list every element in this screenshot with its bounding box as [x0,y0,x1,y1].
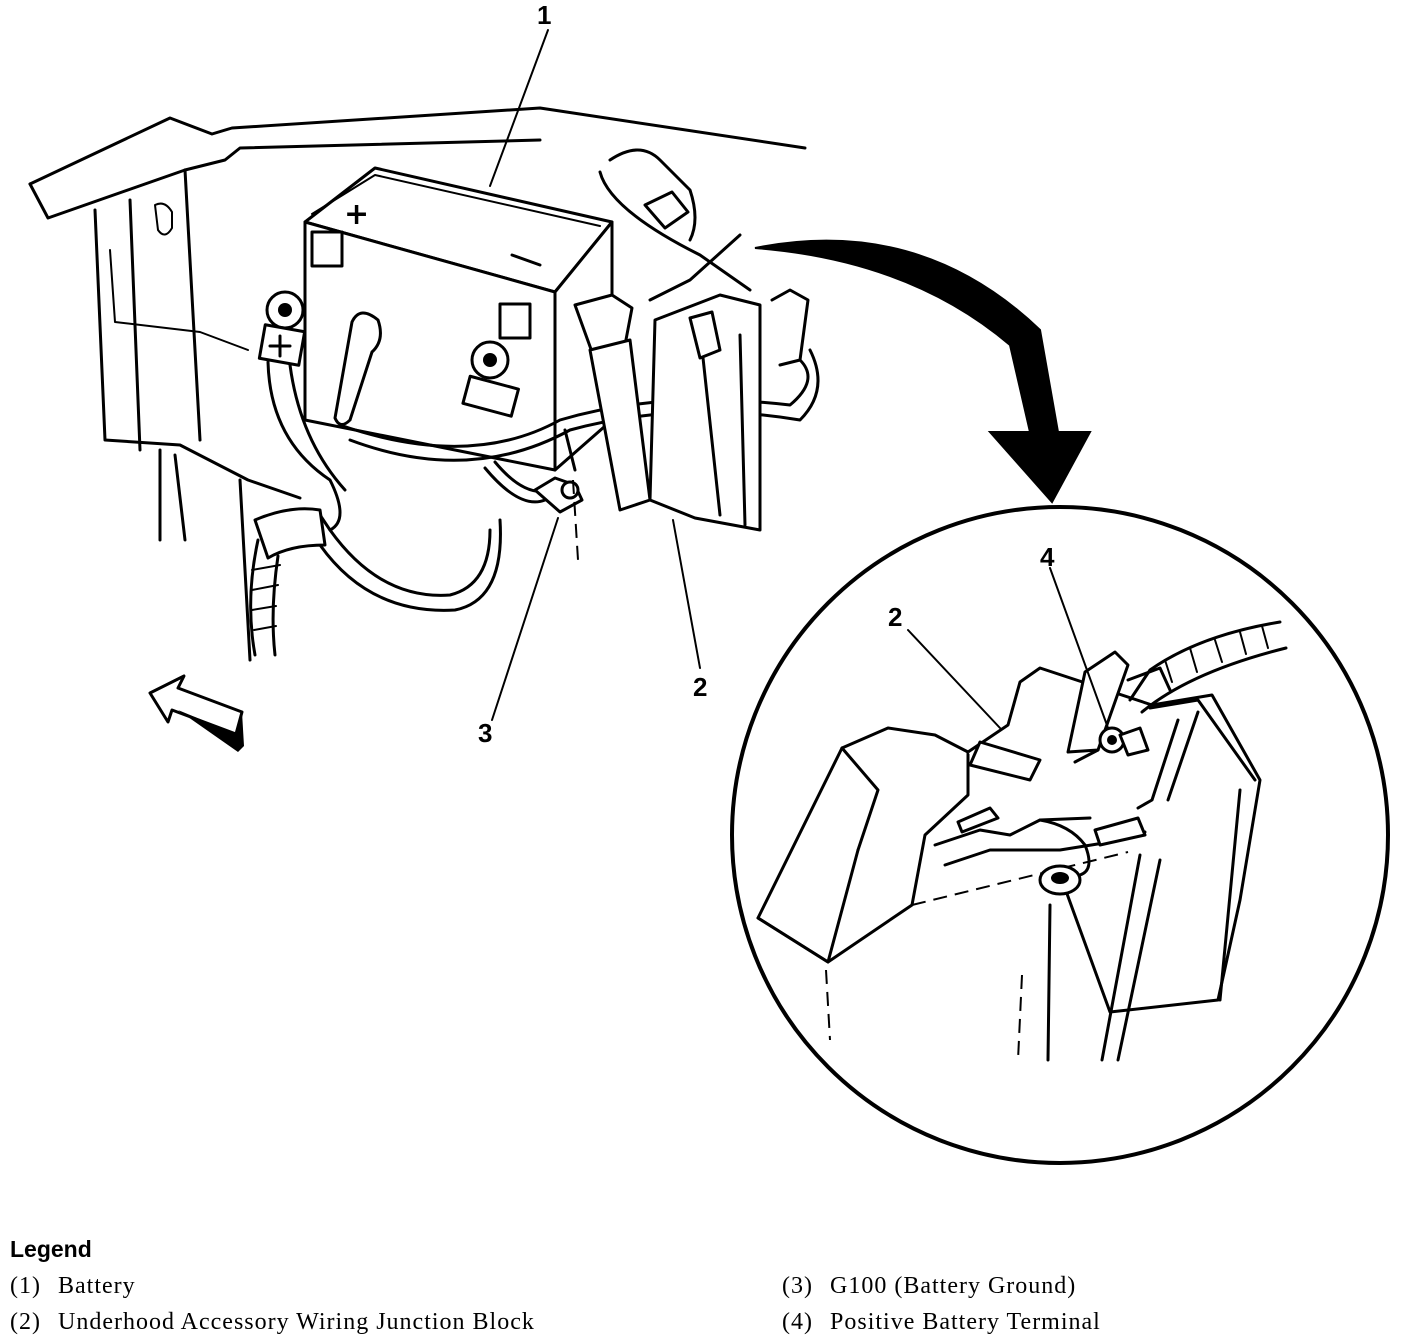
callout-3: 3 [478,718,492,748]
legend-item-text: Underhood Accessory Wiring Junction Bloc… [58,1309,535,1335]
ground-bolt [533,428,584,561]
legend-item-text: G100 (Battery Ground) [830,1273,1077,1299]
battery: + [303,166,614,472]
legend-item-1: (1) Battery [10,1270,535,1306]
junction-block [573,148,810,532]
legend-item-number: (4) [782,1309,813,1335]
legend-item-number: (1) [10,1273,41,1299]
callout-2: 2 [693,672,707,702]
forward-arrow-icon [148,674,244,752]
leader-lines [489,29,1109,729]
legend-column-right: (3) G100 (Battery Ground) (4) Positive Bat… [782,1270,1101,1342]
legend-item-number: (2) [10,1309,41,1335]
legend-item-3: (3) G100 (Battery Ground) [782,1270,1101,1306]
legend-title: Legend [10,1236,92,1262]
fender-panel [28,106,807,662]
callout-4: 4 [1040,542,1055,572]
detail-view [756,620,1288,1062]
plus-mark: + [344,197,369,232]
legend-item-number: (3) [782,1273,813,1299]
battery-location-diagram: + [28,0,1390,1165]
legend-item-2: (2) Underhood Accessory Wiring Junction B… [10,1306,535,1342]
callout-1: 1 [537,0,551,30]
legend: Legend (1) Battery (2) Underhood Accessory… [0,1228,1408,1342]
legend-item-text: Positive Battery Terminal [830,1309,1101,1335]
battery-cables [249,290,820,657]
legend-item-4: (4) Positive Battery Terminal [782,1306,1101,1342]
curved-arrow [754,239,1092,504]
legend-item-text: Battery [58,1273,136,1299]
legend-column-left: (1) Battery (2) Underhood Accessory Wiring… [10,1270,535,1342]
callout-2-detail: 2 [888,602,902,632]
